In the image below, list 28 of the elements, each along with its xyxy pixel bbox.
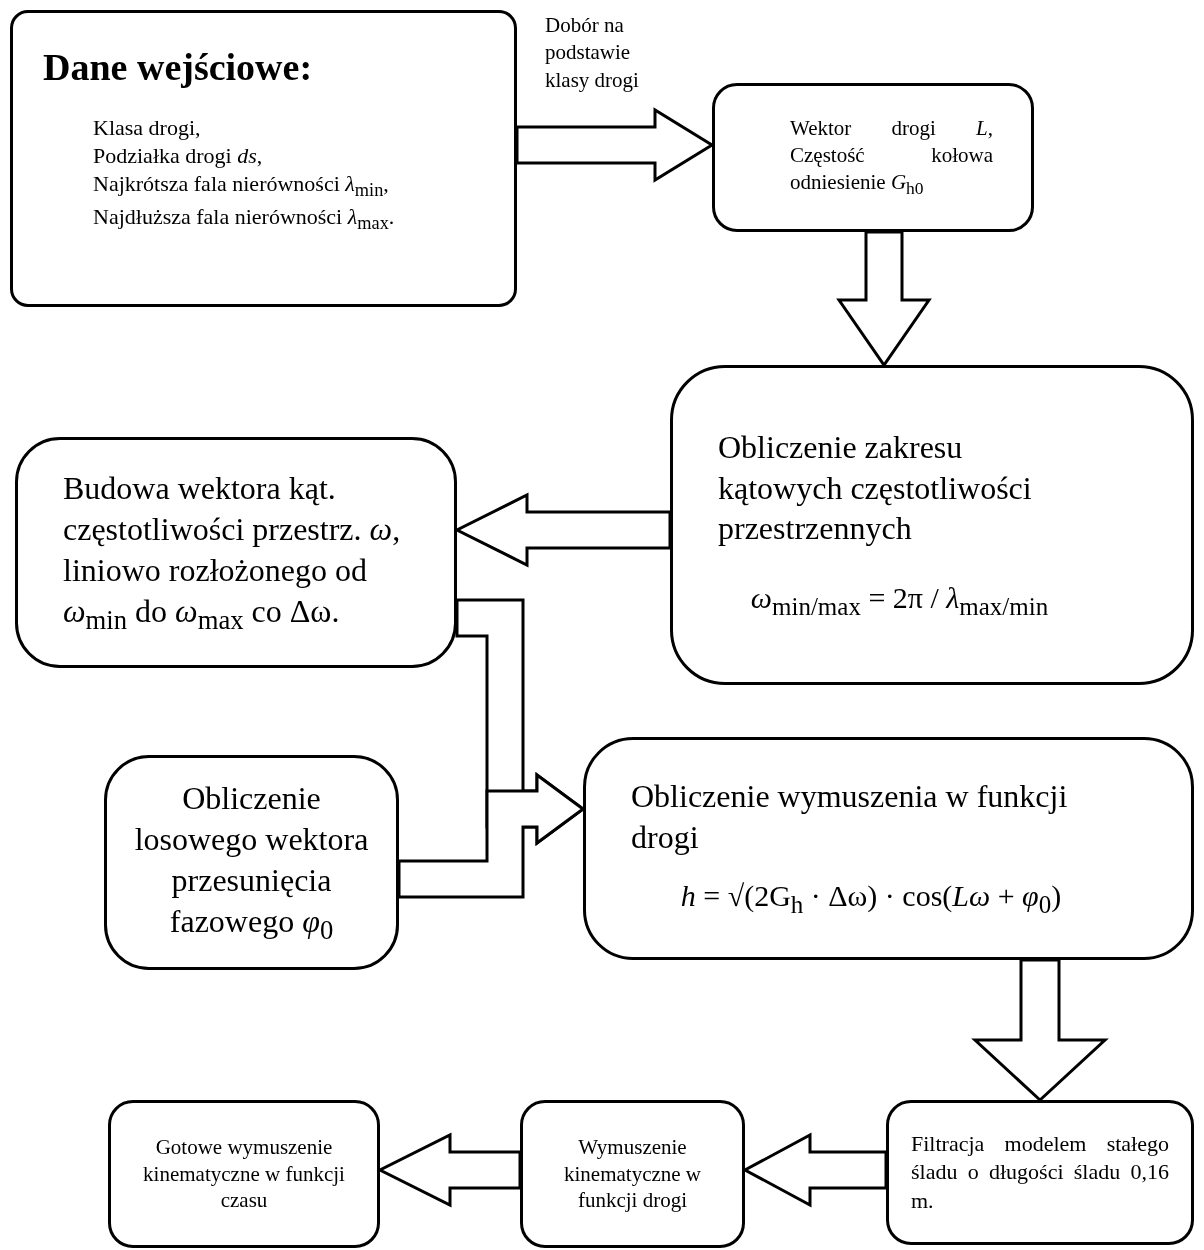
box-text: Obliczenie losowego wektora przesunięcia fazowego φ$_{0}$ — [133, 778, 370, 948]
box-text: Podziałka drogi ds, — [92, 141, 264, 170]
block-arrow — [836, 230, 932, 368]
box-text: Wektor drogi L, Częstość kołowa odniesienie G$_{h0}$ — [790, 115, 993, 200]
input-box — [10, 10, 517, 307]
box-text: Obliczenie zakresu kątowych częstotliwości przestrzennych — [718, 427, 1033, 549]
process-box — [712, 83, 1034, 232]
process-box — [886, 1100, 1194, 1245]
box-text: Obliczenie wymuszenia w funkcji drogi — [631, 776, 1069, 857]
box-text: Najdłuższa fala nierówności λ$_{max}$. — [92, 202, 396, 236]
block-arrow — [397, 772, 586, 899]
box-text: Gotowe wymuszenie kinematyczne w funkcji czasu — [142, 1133, 346, 1215]
box-text: Najkrótsza fala nierówności λ$_{min}$, — [92, 169, 390, 203]
process-box — [520, 1100, 745, 1248]
box-text: Wymuszenie kinematyczne w funkcji drogi — [563, 1133, 702, 1215]
box-text: Budowa wektora kąt. częstotliwości przestrz. ω, liniowo rozłożonego od ω$_{min}$ do ω$_{max}$ co Δω. — [63, 468, 402, 638]
block-arrow — [515, 107, 715, 183]
formula: ω$_{min/max}$ = 2π / λ$_{max/min}$ — [749, 580, 1050, 623]
formula: h = √(2G$_{h}$ · Δω) · cos(Lω + φ$_{0}$) — [679, 878, 1063, 921]
process-box — [104, 755, 399, 970]
process-box — [583, 737, 1194, 960]
process-box — [15, 437, 457, 668]
process-box — [670, 365, 1194, 685]
box-text: Filtracja modelem stałego śladu o długości śladu 0,16 m. — [911, 1130, 1169, 1215]
heading: Dane wejściowe: — [43, 45, 314, 90]
box-text: Klasa drogi, — [92, 113, 202, 142]
process-box — [108, 1100, 380, 1248]
block-arrow — [971, 958, 1109, 1103]
